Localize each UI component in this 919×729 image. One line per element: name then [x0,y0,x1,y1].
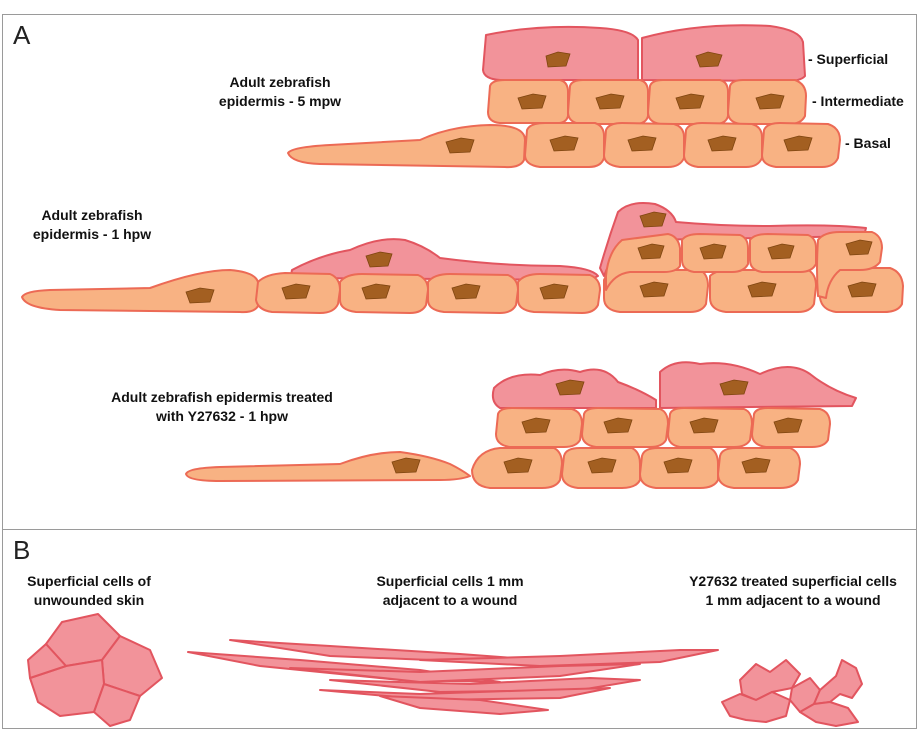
panel-b-y27632-cells [722,660,862,726]
basal-cell-elongated [186,452,470,481]
elongated-cell [420,650,718,666]
panel-b-unwounded-cells [28,614,162,726]
panel-b-wound-adjacent-cells [188,640,718,714]
superficial-cell [642,25,805,81]
irregular-cell [814,660,862,704]
diagram-1-cells [288,25,840,167]
superficial-cell [660,362,856,408]
diagram-2-cells [22,203,903,313]
diagram-3-cells [186,362,856,488]
basal-cell-elongated [22,270,258,312]
basal-cell-elongated [288,125,525,167]
